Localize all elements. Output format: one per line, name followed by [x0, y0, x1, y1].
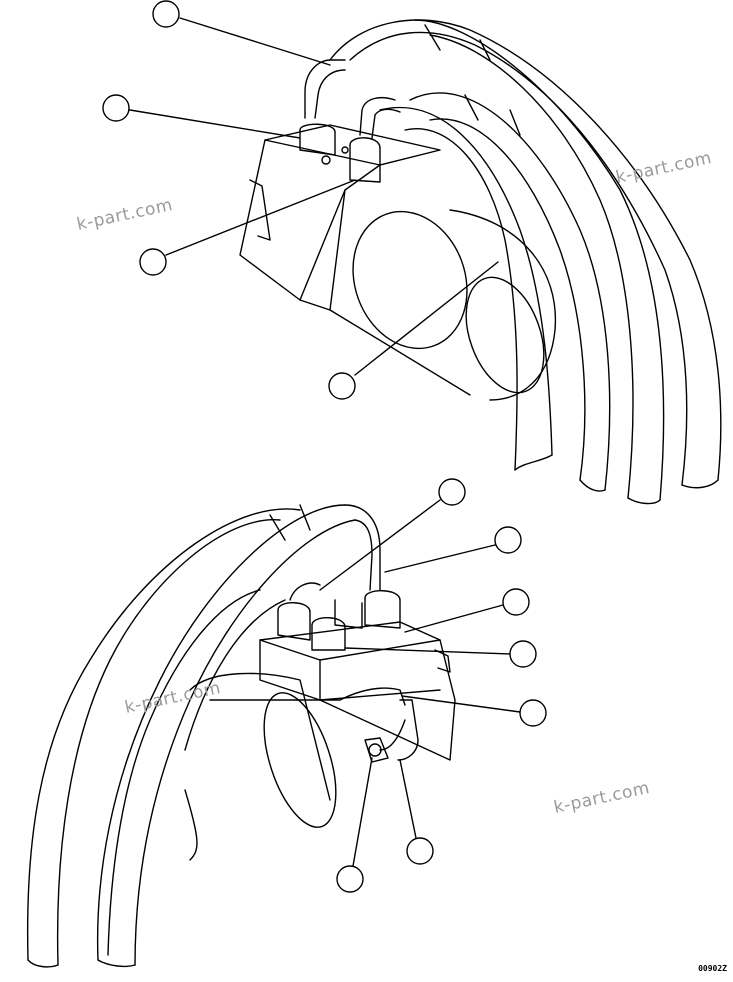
callout-circle [328, 372, 356, 400]
callout-circle [494, 526, 522, 554]
callout-circle [509, 640, 537, 668]
lower-valve-block [259, 621, 456, 761]
upper-cylinder [352, 209, 557, 401]
callout-circle [519, 699, 547, 727]
callout-circle [102, 94, 130, 122]
lower-cylinder [184, 672, 406, 861]
lower-valve-assembly [26, 478, 547, 968]
drawing-code: 00902Z [698, 964, 727, 973]
callout-circle [438, 478, 466, 506]
lower-hose-bundle [26, 504, 381, 968]
callout-circle [139, 248, 167, 276]
upper-hose-bundle [329, 19, 722, 505]
callout-circle [406, 837, 434, 865]
callout-circle [336, 865, 364, 893]
upper-valve-block [239, 124, 471, 396]
upper-valve-assembly [102, 0, 722, 505]
callout-circle [502, 588, 530, 616]
lower-fittings [277, 582, 419, 763]
lower-callouts [319, 478, 547, 893]
upper-fittings [299, 59, 401, 183]
upper-callouts [102, 0, 499, 400]
callout-circle [152, 0, 180, 28]
